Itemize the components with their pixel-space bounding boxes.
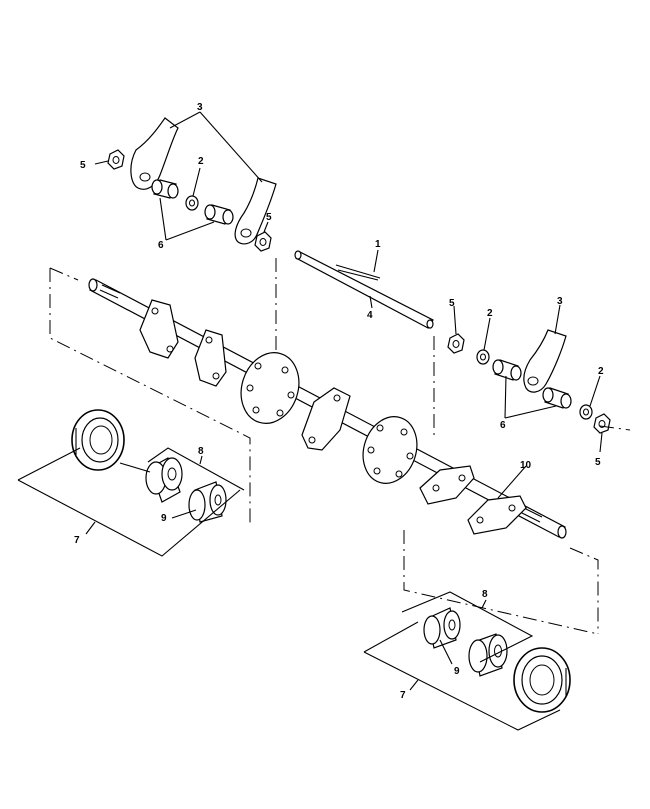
mounting-plate-5 <box>467 495 527 535</box>
callout-9-right: 9 <box>454 666 460 677</box>
callout-4: 4 <box>367 310 373 321</box>
mounting-plate-1 <box>139 299 179 359</box>
round-flange-1 <box>240 352 300 424</box>
callout-8-right: 8 <box>482 589 488 600</box>
bearing-seal-left <box>71 409 125 471</box>
callout-2-upper-left: 2 <box>198 156 204 167</box>
callout-2-right-upper: 2 <box>487 308 493 319</box>
pivot-rod <box>294 250 434 329</box>
callout-6-right: 6 <box>500 420 506 431</box>
callout-3-upper-left: 3 <box>197 102 203 113</box>
arm-bracket-left <box>130 117 179 190</box>
arm-bracket-center <box>234 177 277 245</box>
callout-5-right-upper: 5 <box>449 298 455 309</box>
callout-9-left: 9 <box>161 513 167 524</box>
arm-bracket-right <box>523 329 567 393</box>
nut-upper-left <box>107 149 125 170</box>
callout-2-right-lower: 2 <box>598 366 604 377</box>
nut-upper-center <box>254 231 272 252</box>
bearing-kit-left <box>17 409 245 557</box>
collar-left-upper <box>145 457 183 503</box>
assembly-outline-right <box>403 336 631 635</box>
callout-5-upper-center: 5 <box>266 212 272 223</box>
callout-7-right: 7 <box>400 690 406 701</box>
nut-right-upper <box>447 333 465 354</box>
bearing-seal-right <box>513 647 571 713</box>
callout-3-right: 3 <box>557 296 563 307</box>
collar-left-lower <box>188 481 227 523</box>
upper-left-arm-assembly <box>94 111 277 252</box>
callout-10: 10 <box>520 460 532 471</box>
callout-5-right-lower: 5 <box>595 457 601 468</box>
nut-right-lower <box>593 413 611 434</box>
collar-right-lower <box>468 633 508 677</box>
bushing-upper-2 <box>204 204 234 225</box>
bearing-kit-right <box>363 591 571 731</box>
bushing-right-1 <box>492 359 522 381</box>
main-axle-shaft <box>88 278 567 539</box>
cotter-pin <box>335 249 381 281</box>
round-flange-2 <box>362 416 418 484</box>
washer-right-upper <box>476 349 490 365</box>
mounting-plate-4 <box>419 465 475 505</box>
washer-upper-left <box>185 195 199 211</box>
bushing-upper-1 <box>151 179 179 199</box>
assembly-outline-left <box>49 258 277 525</box>
upper-right-arm-assembly <box>447 304 611 453</box>
washer-right-lower <box>579 404 593 420</box>
callout-7-left: 7 <box>74 535 80 546</box>
callout-1: 1 <box>375 239 381 250</box>
mounting-plate-2 <box>194 329 227 387</box>
callout-labels: 3 5 2 6 5 1 4 5 2 3 2 6 5 10 8 9 7 8 9 7 <box>74 102 604 701</box>
callout-5-upper-left: 5 <box>80 160 86 171</box>
mounting-plate-3 <box>301 387 351 451</box>
callout-6-upper-left: 6 <box>158 240 164 251</box>
callout-8-left: 8 <box>198 446 204 457</box>
collar-right-upper <box>423 607 461 649</box>
bushing-right-2 <box>542 387 572 409</box>
